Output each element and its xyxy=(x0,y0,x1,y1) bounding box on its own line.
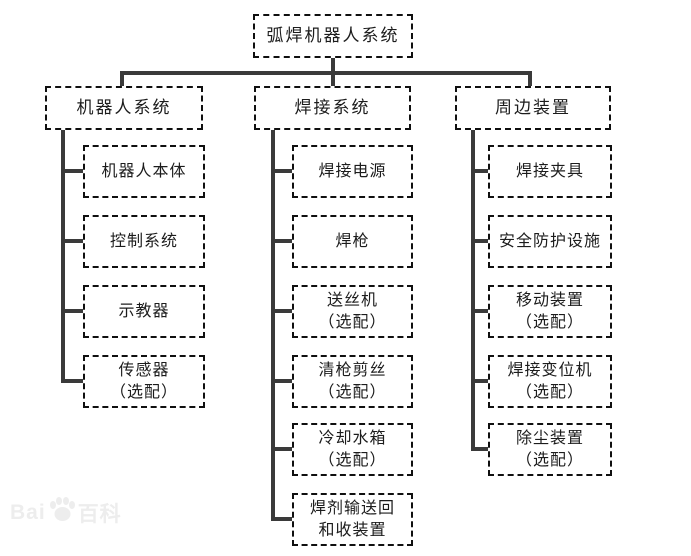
node-wire-feeder: 送丝机 （选配） xyxy=(292,285,413,338)
node-label: 机器人本体 xyxy=(101,162,187,180)
connector-stub xyxy=(471,447,490,451)
connector-drop-right xyxy=(528,71,532,88)
node-label: （选配） xyxy=(318,451,387,469)
node-label: 机器人系统 xyxy=(76,98,172,117)
node-label: 除尘装置 xyxy=(515,429,584,447)
connector-stub xyxy=(471,379,490,383)
watermark-baidu-baike: Bai 百科 xyxy=(10,496,122,530)
node-moving-device: 移动装置 （选配） xyxy=(488,285,612,338)
connector-main-horizontal xyxy=(120,71,532,75)
node-label: 焊接系统 xyxy=(294,98,371,117)
node-label: 焊接夹具 xyxy=(515,162,584,180)
node-label: 和收装置 xyxy=(318,521,387,539)
watermark-latin: Bai xyxy=(10,501,46,524)
connector-stub xyxy=(471,309,490,313)
connector-stub xyxy=(61,239,85,243)
node-label: （选配） xyxy=(515,313,584,331)
node-sensor: 传感器 （选配） xyxy=(83,355,205,408)
node-welding-torch: 焊枪 xyxy=(292,215,413,268)
node-welding-positioner: 焊接变位机 （选配） xyxy=(488,355,612,408)
node-branch-welding-system: 焊接系统 xyxy=(254,86,411,130)
node-label: （选配） xyxy=(109,383,178,401)
connector-stub xyxy=(271,379,294,383)
node-label: 控制系统 xyxy=(109,232,178,250)
node-label: 焊接变位机 xyxy=(507,361,593,379)
node-label: 送丝机 xyxy=(326,291,378,309)
node-label: 冷却水箱 xyxy=(318,429,387,447)
node-control-system: 控制系统 xyxy=(83,215,205,268)
connector-stub xyxy=(271,517,294,521)
node-branch-peripheral-devices: 周边装置 xyxy=(455,86,611,130)
connector-trunk-robot-system xyxy=(61,128,65,383)
paw-icon xyxy=(49,497,75,521)
watermark-cjk: 百科 xyxy=(77,503,122,526)
node-safety-protection: 安全防护设施 xyxy=(488,215,612,268)
connector-stub xyxy=(271,169,294,173)
connector-stub xyxy=(271,447,294,451)
node-label: 示教器 xyxy=(118,302,170,320)
connector-stub xyxy=(471,239,490,243)
node-teach-pendant: 示教器 xyxy=(83,285,205,338)
connector-stub xyxy=(471,169,490,173)
connector-drop-left xyxy=(120,71,124,88)
node-label: 安全防护设施 xyxy=(498,232,601,250)
node-label: 移动装置 xyxy=(515,291,584,309)
node-label: （选配） xyxy=(318,383,387,401)
node-flux-delivery-recovery: 焊剂输送回 和收装置 xyxy=(292,493,413,546)
node-label: 焊剂输送回 xyxy=(309,499,395,517)
connector-stub xyxy=(61,309,85,313)
node-label: （选配） xyxy=(515,451,584,469)
node-dust-removal: 除尘装置 （选配） xyxy=(488,423,612,476)
node-label: 焊接电源 xyxy=(318,162,387,180)
connector-trunk-welding-system xyxy=(271,128,275,521)
node-label: （选配） xyxy=(318,313,387,331)
node-robot-body: 机器人本体 xyxy=(83,145,205,198)
node-label: 焊枪 xyxy=(335,232,370,250)
connector-trunk-peripherals xyxy=(471,128,475,451)
node-root: 弧焊机器人系统 xyxy=(253,14,413,58)
connector-stub xyxy=(271,239,294,243)
connector-stub xyxy=(61,169,85,173)
connector-stub xyxy=(61,379,85,383)
node-torch-cleaning-wire-cutting: 清枪剪丝 （选配） xyxy=(292,355,413,408)
node-label: （选配） xyxy=(515,383,584,401)
node-label: 弧焊机器人系统 xyxy=(266,26,400,45)
node-branch-robot-system: 机器人系统 xyxy=(45,86,203,130)
node-welding-power-source: 焊接电源 xyxy=(292,145,413,198)
node-label: 传感器 xyxy=(118,361,170,379)
node-cooling-water-tank: 冷却水箱 （选配） xyxy=(292,423,413,476)
node-label: 清枪剪丝 xyxy=(318,361,387,379)
node-label: 周边装置 xyxy=(495,98,571,117)
connector-stub xyxy=(271,309,294,313)
node-welding-fixture: 焊接夹具 xyxy=(488,145,612,198)
